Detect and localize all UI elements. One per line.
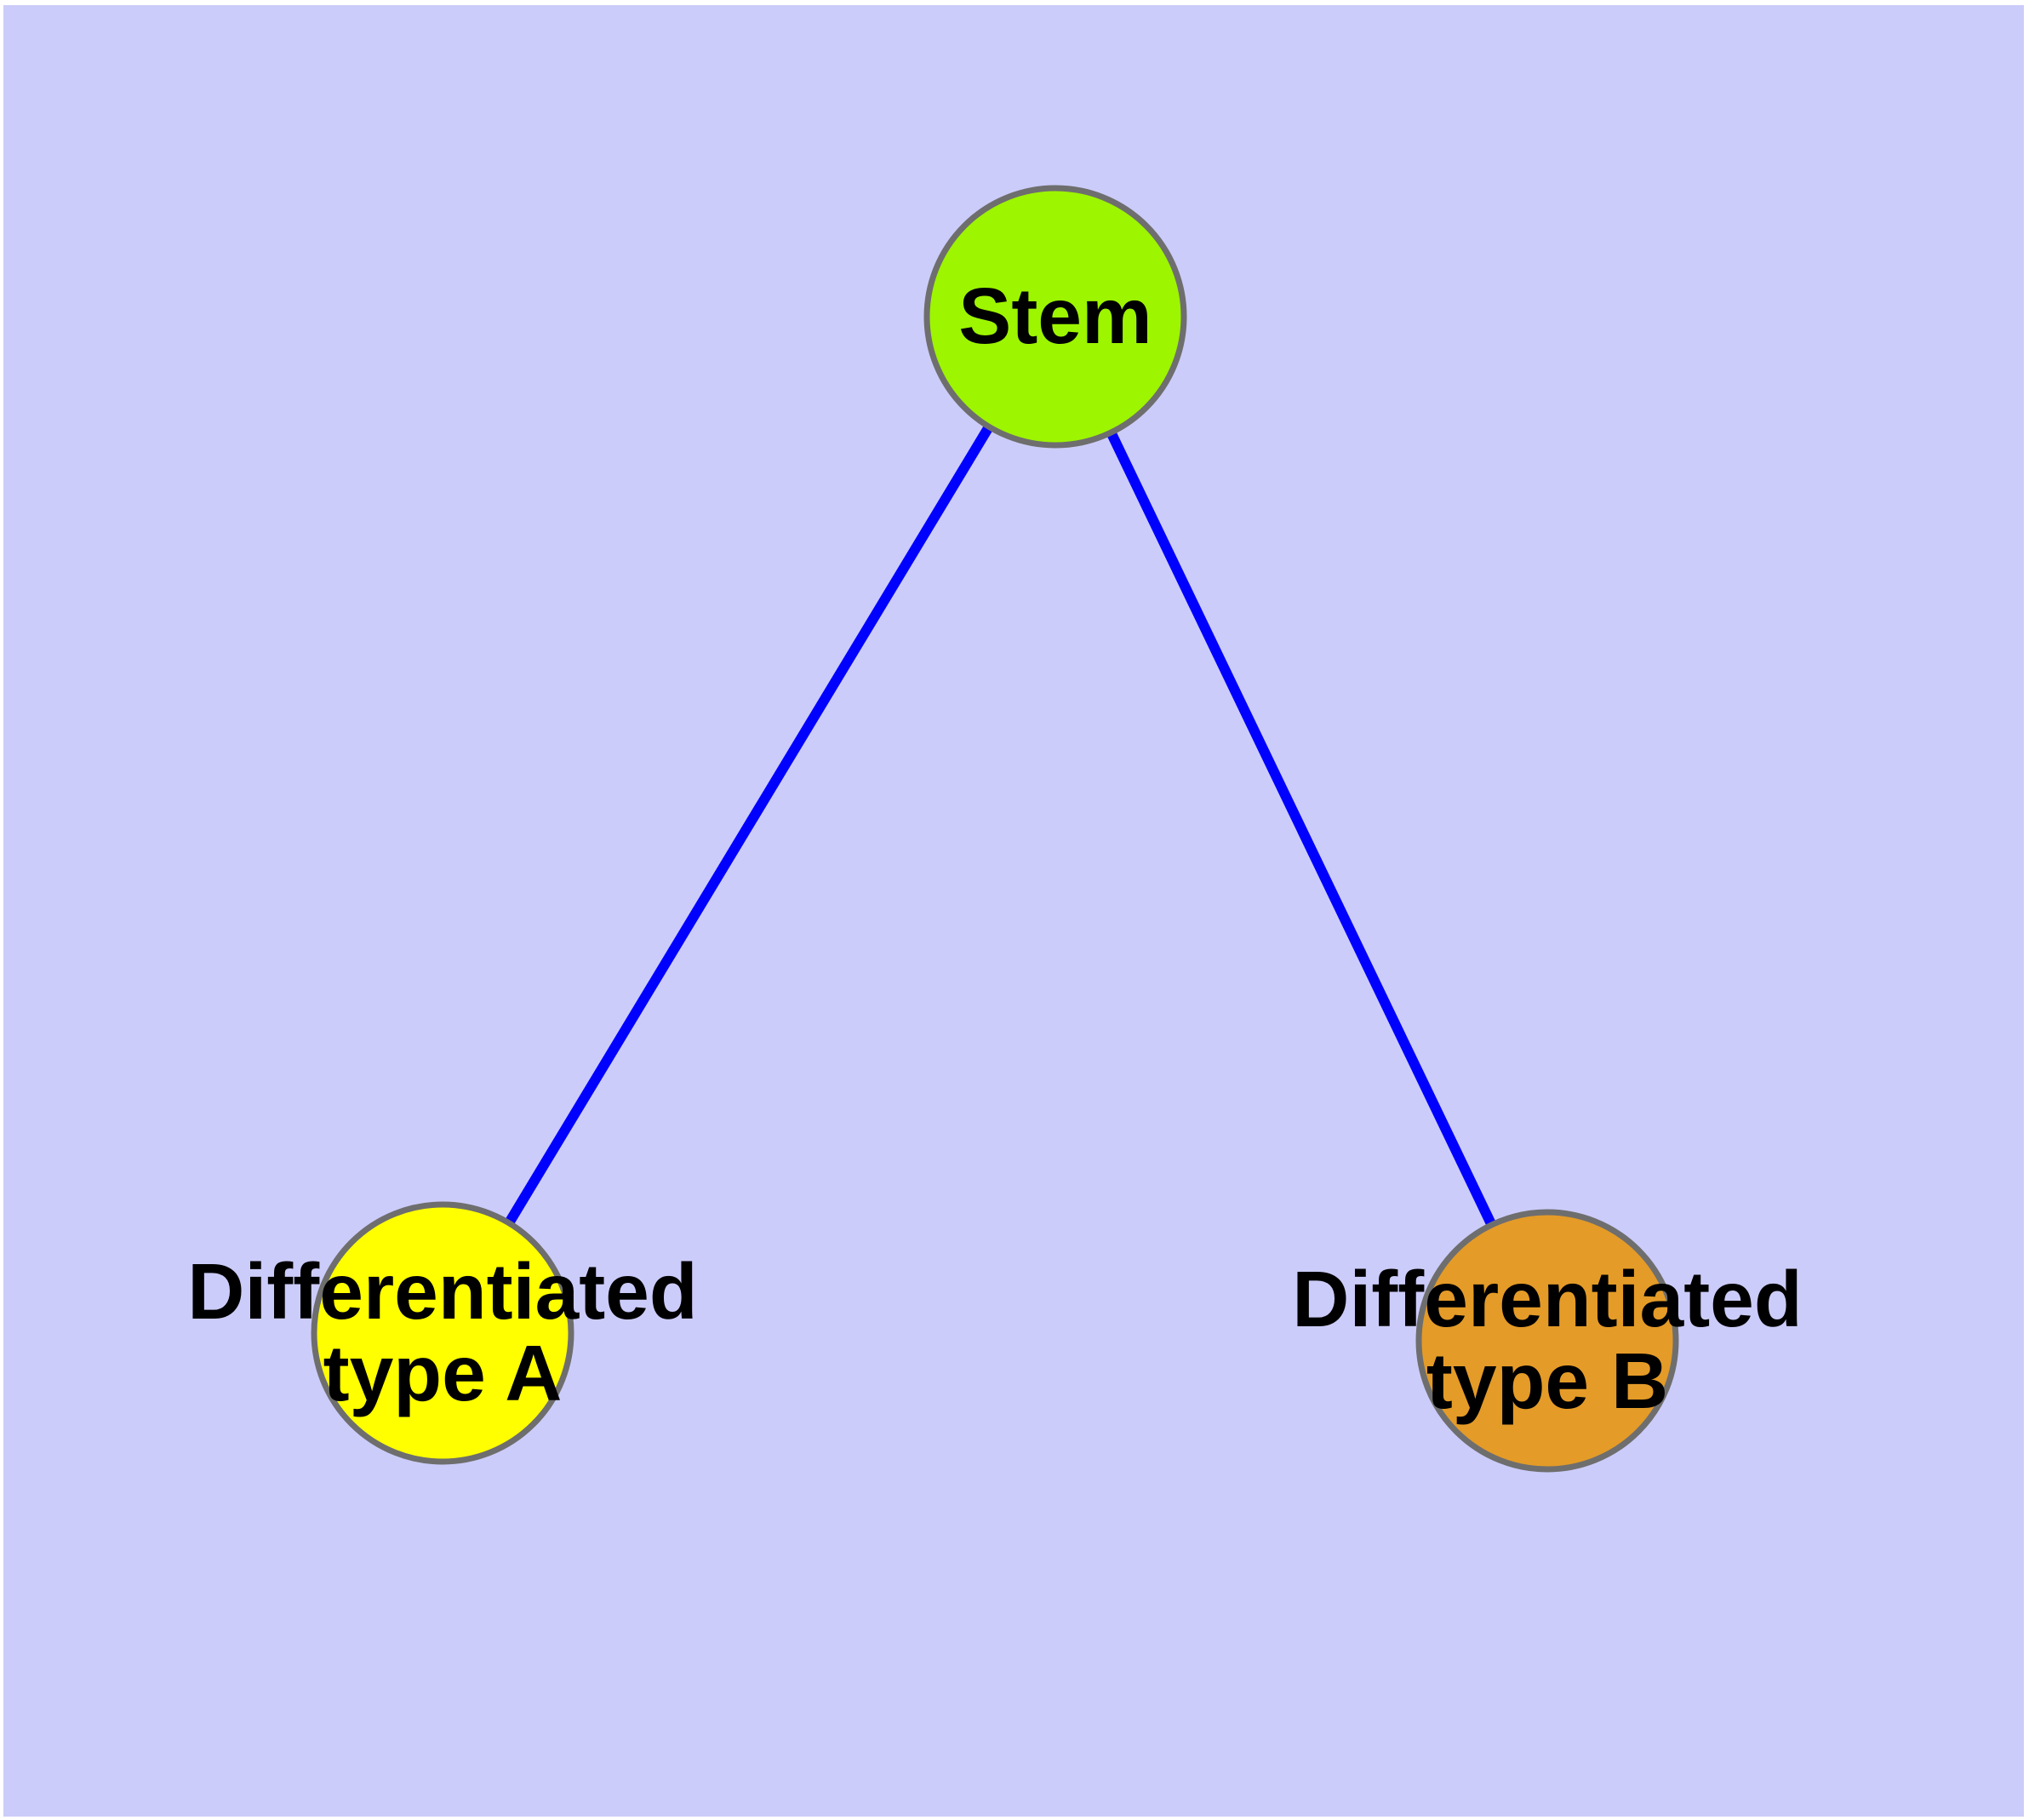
edge-stem-diff-b xyxy=(1106,432,1496,1226)
node-stem[interactable] xyxy=(923,185,1187,449)
node-diff_b[interactable] xyxy=(1415,1209,1679,1473)
edges-layer xyxy=(505,425,1496,1226)
nodes-layer xyxy=(311,185,1679,1473)
edge-stem-diff-a xyxy=(505,425,993,1225)
node-diff_a[interactable] xyxy=(311,1201,574,1465)
